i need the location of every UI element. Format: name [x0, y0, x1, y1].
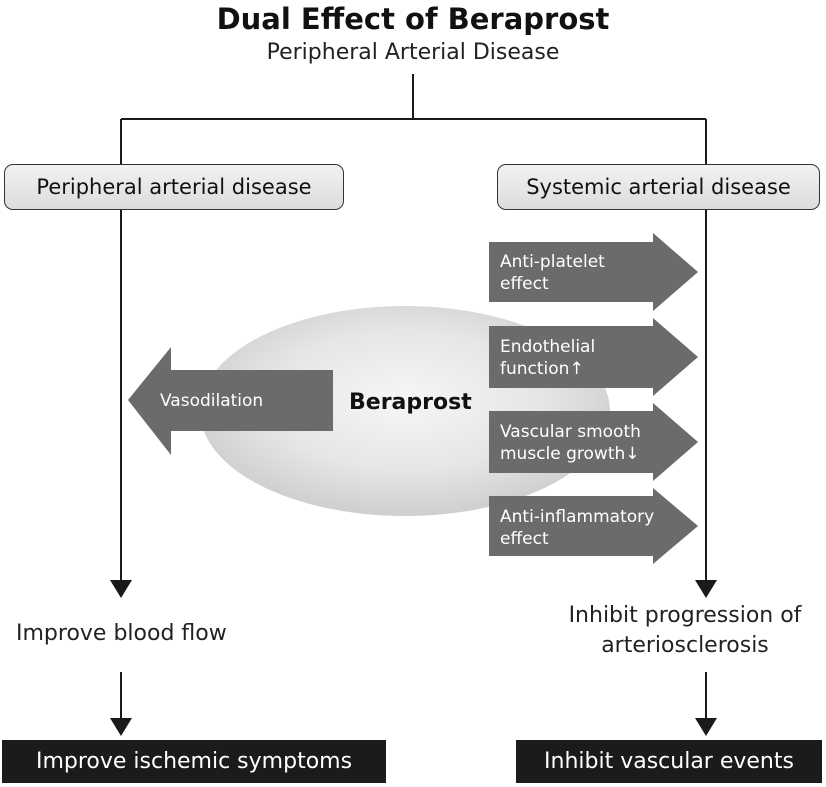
endothelial-arrow — [489, 318, 698, 396]
beraprost-label: Beraprost — [349, 390, 472, 415]
right-outcome-line1: Inhibit progression of — [568, 603, 802, 628]
systemic-disease-label: Systemic arterial disease — [526, 175, 791, 199]
effect-line2: effect — [500, 274, 549, 294]
effect-line1: Anti-platelet — [500, 252, 605, 272]
peripheral-disease-pill: Peripheral arterial disease — [4, 164, 344, 210]
anti-inflammatory-arrow — [489, 488, 698, 564]
right-lower-arrowhead — [695, 718, 717, 736]
effect-label-vascular-smooth-muscle: Vascular smooth muscle growth↓ — [500, 421, 641, 465]
effect-label-anti-inflammatory: Anti-inflammatory effect — [500, 506, 654, 550]
effect-label-anti-platelet: Anti-platelet effect — [500, 251, 605, 295]
right-final-box: Inhibit vascular events — [516, 740, 822, 783]
peripheral-disease-label: Peripheral arterial disease — [36, 175, 312, 199]
left-final-label: Improve ischemic symptoms — [35, 749, 353, 774]
effect-line2: function↑ — [500, 359, 584, 379]
vasodilation-arrow — [128, 347, 333, 455]
vasodilation-label: Vasodilation — [160, 391, 264, 411]
left-outcome: Improve blood flow — [16, 621, 227, 646]
left-final-box: Improve ischemic symptoms — [2, 740, 386, 783]
effect-line2: muscle growth↓ — [500, 444, 640, 464]
systemic-disease-pill: Systemic arterial disease — [497, 164, 820, 210]
vascular-smooth-muscle-arrow — [489, 403, 698, 481]
left-lower-arrowhead — [110, 718, 132, 736]
diagram-title: Dual Effect of Beraprost — [216, 2, 610, 36]
diagram-subtitle: Peripheral Arterial Disease — [266, 40, 560, 65]
effect-line2: effect — [500, 529, 549, 549]
effect-label-endothelial: Endothelial function↑ — [500, 336, 595, 380]
effect-line1: Anti-inflammatory — [500, 507, 655, 527]
anti-platelet-arrow — [489, 233, 698, 311]
effect-line1: Vascular smooth — [500, 422, 641, 442]
effect-line1: Endothelial — [500, 337, 596, 357]
left-down-arrowhead — [110, 580, 132, 598]
right-final-label: Inhibit vascular events — [544, 749, 794, 774]
right-outcome: Inhibit progression of arteriosclerosis — [545, 601, 825, 661]
right-down-arrowhead — [695, 580, 717, 598]
right-outcome-line2: arteriosclerosis — [601, 633, 769, 658]
